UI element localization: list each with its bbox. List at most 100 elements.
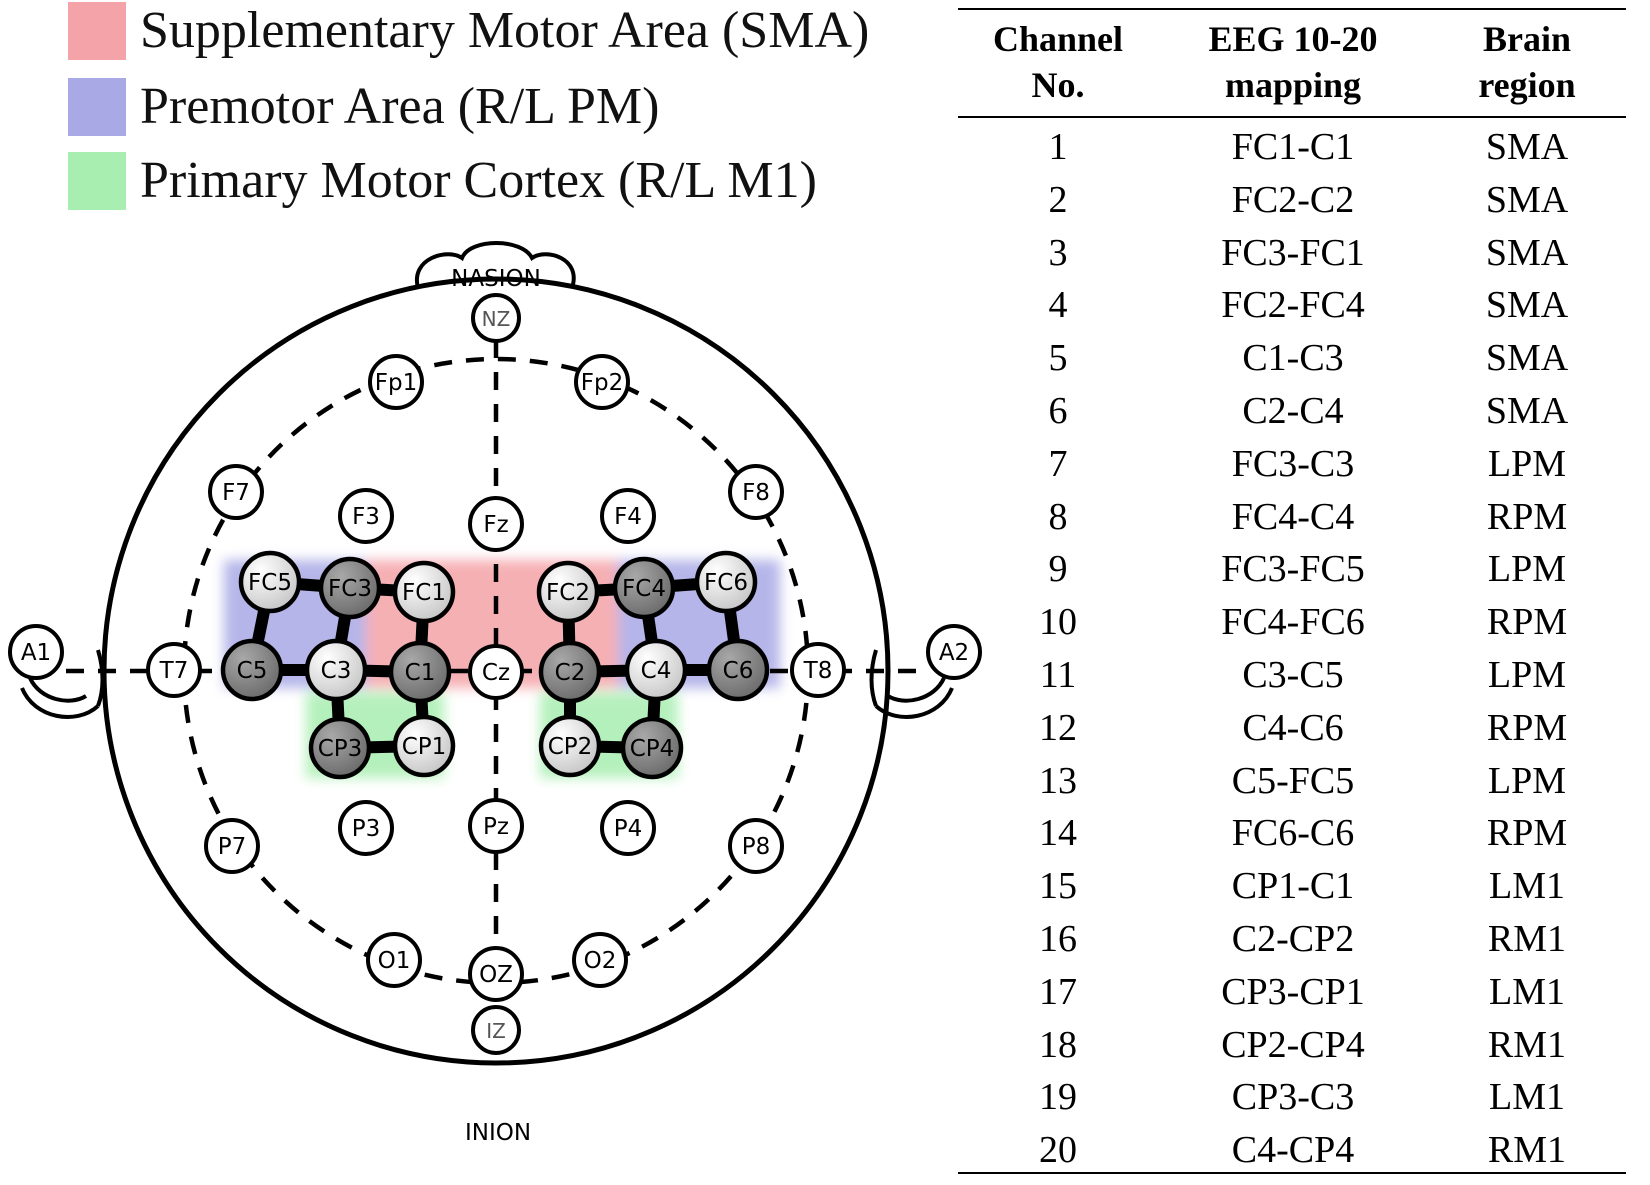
electrode-circle xyxy=(471,293,521,343)
table-cell-channel: 12 xyxy=(1039,706,1077,749)
legend-swatch-pm xyxy=(68,78,126,136)
electrode-circle xyxy=(468,644,524,700)
legend-label-sma: Supplementary Motor Area (SMA) xyxy=(140,2,870,59)
electrode-cp2: CP2 xyxy=(538,714,602,778)
electrode-fp2: Fp2 xyxy=(574,354,630,410)
electrode-circle xyxy=(468,946,524,1002)
electrode-circle xyxy=(220,638,284,702)
table-cell-mapping: C4-C6 xyxy=(1242,706,1344,749)
table-cell-mapping: C4-CP4 xyxy=(1231,1129,1355,1172)
table-cell-mapping: C2-C4 xyxy=(1242,390,1344,432)
electrode-circle xyxy=(468,496,524,552)
electrode-fc5: FC5 xyxy=(238,550,302,614)
table-cell-channel: 1 xyxy=(1048,126,1068,168)
table-cell-region: SMA xyxy=(1485,231,1569,274)
electrode-fc1: FC1 xyxy=(392,560,456,624)
electrode-label: A1 xyxy=(21,640,51,666)
electrode-circle xyxy=(926,624,982,680)
electrode-iz: IZ xyxy=(471,1005,521,1055)
electrode-c2: C2 xyxy=(538,640,602,704)
electrode-f7: F7 xyxy=(208,464,264,520)
electrode-circle xyxy=(368,354,424,410)
electrode-label: OZ xyxy=(479,962,513,988)
table-cell-region: LPM xyxy=(1487,442,1567,485)
electrode-circle xyxy=(538,640,602,704)
table-cell-channel: 15 xyxy=(1039,865,1077,908)
electrode-c4: C4 xyxy=(624,638,688,702)
electrode-circle xyxy=(318,556,382,620)
table-cell-mapping: FC6-C6 xyxy=(1231,812,1355,855)
electrode-c3: C3 xyxy=(304,638,368,702)
electrode-fc6: FC6 xyxy=(694,550,758,614)
inion-label: INION xyxy=(465,1120,531,1146)
table-cell-channel: 14 xyxy=(1039,812,1077,855)
table-cell-mapping: FC4-C4 xyxy=(1231,495,1355,538)
table-cell-channel: 7 xyxy=(1048,442,1068,485)
electrode-c6: C6 xyxy=(706,638,770,702)
table-cell-mapping: CP3-C3 xyxy=(1231,1076,1355,1119)
table-cell-channel: 13 xyxy=(1039,759,1077,802)
electrode-label: O1 xyxy=(378,948,411,974)
table-header-rule xyxy=(958,116,1626,118)
table-cell-region: LPM xyxy=(1487,759,1567,802)
electrode-circle xyxy=(238,550,302,614)
table-cell-mapping: FC3-FC1 xyxy=(1221,231,1365,274)
electrode-circle xyxy=(728,818,784,874)
electrode-circle xyxy=(600,800,656,856)
electrode-c5: C5 xyxy=(220,638,284,702)
table-header-channel-line1: Channel xyxy=(992,19,1124,59)
electrode-label: CP4 xyxy=(630,736,675,762)
electrode-label: Fp1 xyxy=(375,370,417,396)
electrode-t7: T7 xyxy=(146,642,202,698)
table-cell-mapping: FC2-FC4 xyxy=(1221,284,1365,327)
electrode-circle xyxy=(338,488,394,544)
table-cell-region: RPM xyxy=(1486,495,1568,538)
electrode-label: FC1 xyxy=(402,580,446,606)
electrode-circle xyxy=(308,716,372,780)
table-cell-channel: 10 xyxy=(1039,601,1077,644)
electrode-p3: P3 xyxy=(338,800,394,856)
electrode-label: IZ xyxy=(486,1019,506,1043)
electrode-circle xyxy=(612,556,676,620)
table-cell-region: SMA xyxy=(1485,178,1569,221)
table-header-mapping-line2: mapping xyxy=(1224,65,1362,105)
electrode-pz: Pz xyxy=(468,798,524,854)
table-cell-channel: 17 xyxy=(1039,970,1077,1013)
table-cell-region: LM1 xyxy=(1489,1076,1565,1119)
electrode-circle xyxy=(204,818,260,874)
electrode-label: FC5 xyxy=(248,570,292,596)
electrode-p8: P8 xyxy=(728,818,784,874)
electrode-label: FC3 xyxy=(328,576,372,602)
electrode-c1: C1 xyxy=(388,640,452,704)
electrode-circle xyxy=(304,638,368,702)
electrode-circle xyxy=(536,560,600,624)
table-cell-channel: 5 xyxy=(1048,337,1068,380)
electrode-circle xyxy=(790,642,846,698)
table-cell-region: LM1 xyxy=(1489,970,1565,1013)
table-cell-mapping: FC4-FC6 xyxy=(1221,601,1365,644)
electrode-circle xyxy=(208,464,264,520)
legend-item-pm: Premotor Area (R/L PM) xyxy=(68,76,659,138)
legend-item-m1: Primary Motor Cortex (R/L M1) xyxy=(68,150,817,212)
electrode-cz: Cz xyxy=(468,644,524,700)
electrode-label: Fp2 xyxy=(581,370,623,396)
electrode-label: FC2 xyxy=(546,580,590,606)
electrode-label: T8 xyxy=(803,658,833,684)
electrode-label: CP3 xyxy=(318,736,363,762)
table-cell-region: RPM xyxy=(1486,706,1568,749)
electrode-label: F7 xyxy=(222,480,250,506)
electrode-label: C5 xyxy=(237,658,268,684)
table-cell-channel: 9 xyxy=(1048,548,1068,591)
table-cell-region: SMA xyxy=(1485,284,1569,327)
legend-swatch-m1 xyxy=(68,152,126,210)
table-cell-mapping: CP3-CP1 xyxy=(1221,970,1365,1013)
electrode-f3: F3 xyxy=(338,488,394,544)
electrode-o2: O2 xyxy=(572,932,628,988)
table-cell-region: RPM xyxy=(1486,601,1568,644)
electrode-label: FC4 xyxy=(622,576,666,602)
table-cell-region: LM1 xyxy=(1489,865,1565,908)
table-header-region: Brain region xyxy=(1428,16,1626,108)
table-header-mapping: EEG 10-20 mapping xyxy=(1158,16,1428,108)
electrode-circle xyxy=(694,550,758,614)
